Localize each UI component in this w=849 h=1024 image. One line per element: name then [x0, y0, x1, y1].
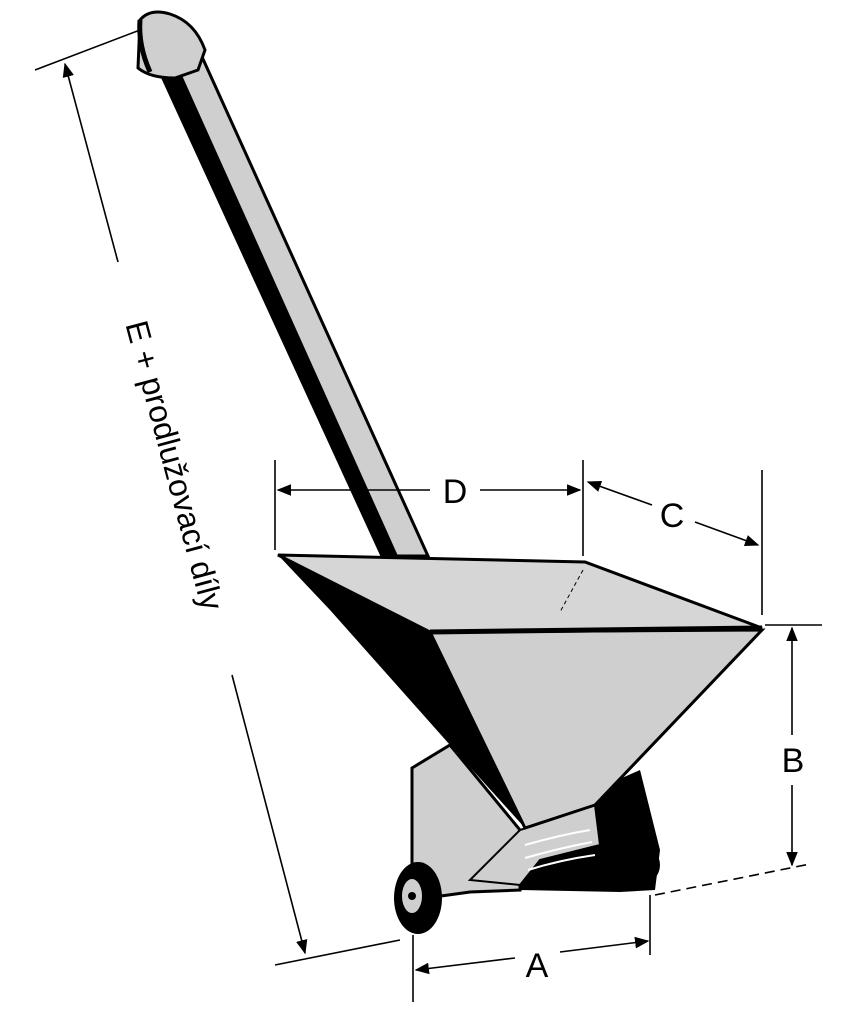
label-e: E + prodlužovací díly — [119, 317, 231, 614]
hopper — [277, 553, 766, 830]
auger-tube — [136, 10, 431, 558]
auger-spout — [136, 10, 207, 80]
label-b: B — [782, 742, 805, 780]
label-d: D — [443, 473, 468, 511]
dimension-d: D — [274, 460, 584, 556]
label-a: A — [526, 947, 549, 985]
front-wheel — [394, 862, 442, 934]
rear-wheel — [620, 845, 660, 885]
base-frame — [410, 743, 660, 902]
dimension-b: B — [654, 624, 822, 896]
dimension-a: A — [412, 895, 651, 1002]
dimension-c: C — [586, 470, 763, 615]
label-c: C — [660, 497, 685, 535]
